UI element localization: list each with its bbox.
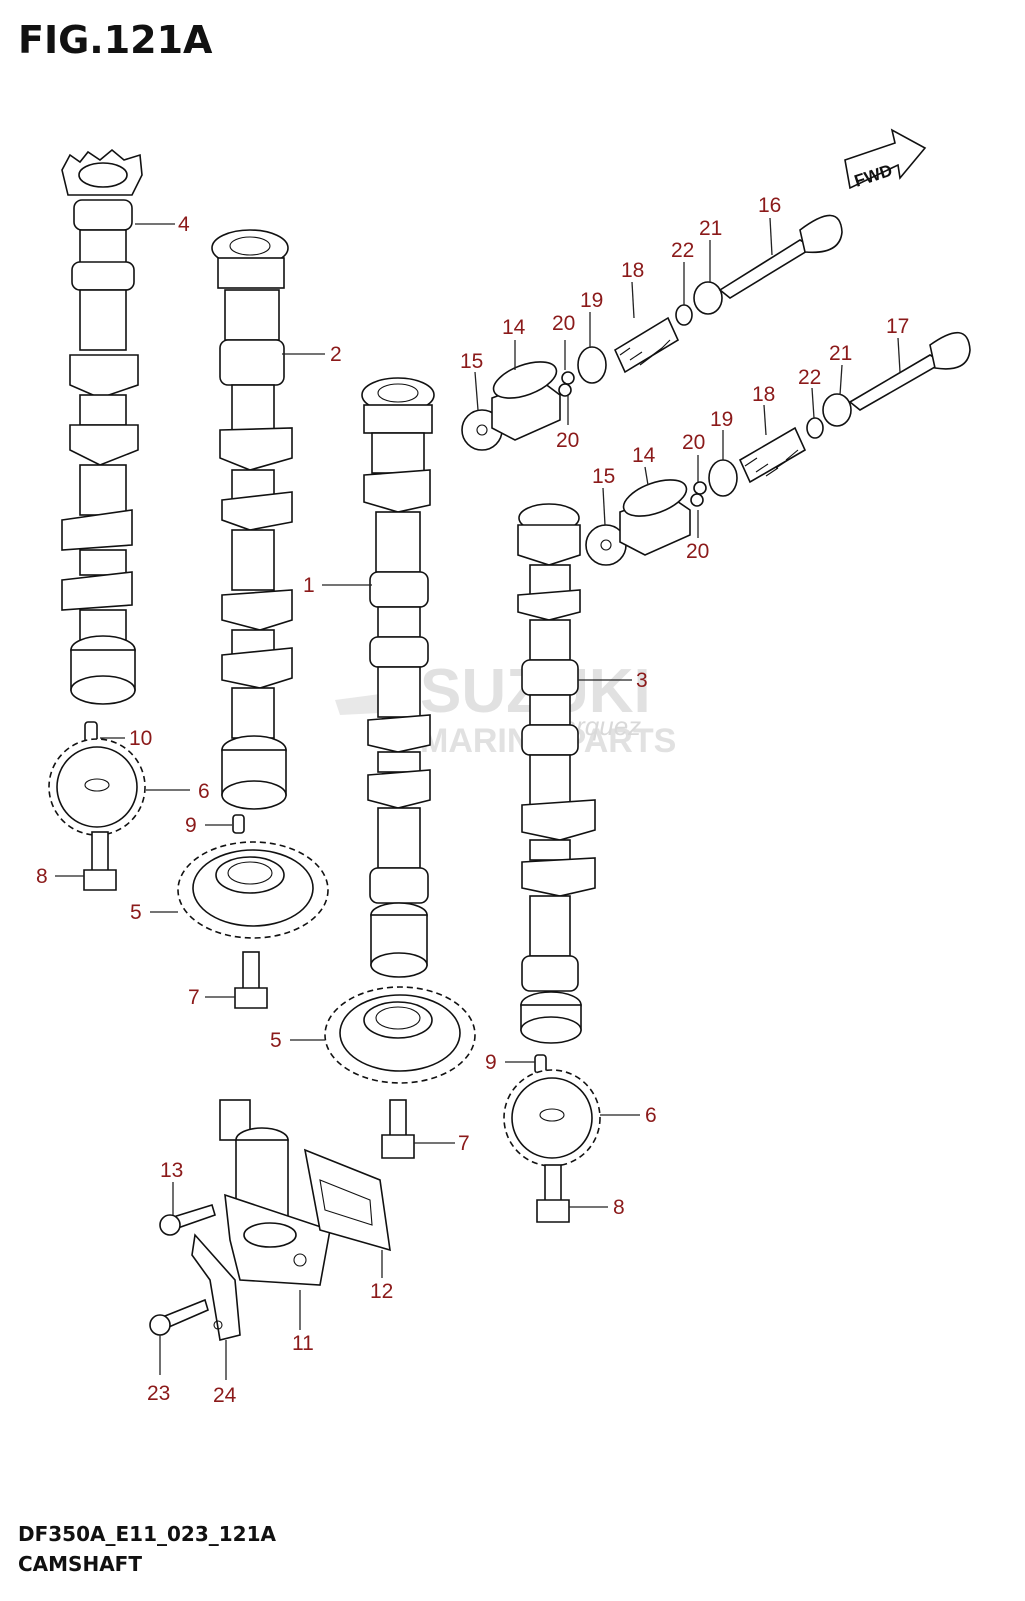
callout-6-right: 6	[645, 1104, 657, 1127]
valve-assembly-lower	[585, 331, 971, 566]
callout-19-lower: 19	[710, 408, 733, 431]
callout-labels: 4 2 1 3 10 6 9 8 5 7 5 9 6 7 8 13 12 11 …	[36, 194, 909, 1407]
callout-22-lower: 22	[798, 366, 821, 389]
sprocket-part-6-left	[48, 738, 146, 836]
callout-8-right: 8	[613, 1196, 625, 1219]
callout-15-lower: 15	[592, 465, 615, 488]
callout-23: 23	[147, 1382, 170, 1405]
bolt-part-8-right	[536, 1164, 570, 1223]
callout-21-lower: 21	[829, 342, 852, 365]
sprocket-part-5-upper	[177, 841, 329, 939]
callout-20-a: 20	[552, 312, 575, 335]
bolt-part-13	[159, 1203, 216, 1236]
camshaft-part-1	[361, 377, 435, 978]
camshaft-part-2	[211, 229, 293, 810]
callout-10: 10	[129, 727, 152, 750]
camshaft-part-4	[61, 148, 143, 705]
callout-20-b: 20	[556, 429, 579, 452]
bracket-part-24	[191, 1233, 241, 1341]
dowel-pin-part-9-upper	[232, 814, 245, 834]
callout-4: 4	[178, 213, 190, 236]
callout-9-lower: 9	[485, 1051, 497, 1074]
callout-3: 3	[636, 669, 648, 692]
callout-14-upper: 14	[502, 316, 526, 339]
callout-20-d: 20	[686, 540, 709, 563]
callout-18-upper: 18	[621, 259, 644, 282]
callout-11: 11	[292, 1332, 314, 1355]
callout-22-upper: 22	[671, 239, 694, 262]
callout-18-lower: 18	[752, 383, 775, 406]
callout-19-upper: 19	[580, 289, 603, 312]
callout-7-upper: 7	[188, 986, 200, 1009]
callout-16: 16	[758, 194, 781, 217]
callout-20-c: 20	[682, 431, 705, 454]
figure-code: DF350A_E11_023_121A	[18, 1522, 276, 1546]
callout-2: 2	[330, 343, 342, 366]
callout-14-lower: 14	[632, 444, 656, 467]
figure-caption: CAMSHAFT	[18, 1552, 142, 1576]
dowel-pin-part-9-lower	[534, 1054, 547, 1074]
callout-1: 1	[303, 574, 315, 597]
callout-5-lower: 5	[270, 1029, 282, 1052]
callout-6-left: 6	[198, 780, 210, 803]
valve-part-11	[219, 1099, 331, 1286]
bolt-part-23	[149, 1298, 209, 1336]
callout-17: 17	[886, 315, 909, 338]
valve-assembly-upper	[461, 214, 843, 451]
figure-title: FIG.121A	[18, 18, 213, 62]
callout-5-upper: 5	[130, 901, 142, 924]
fwd-arrow-icon: FWD	[844, 128, 927, 191]
sprocket-part-5-lower	[324, 986, 476, 1084]
callout-13: 13	[160, 1159, 183, 1182]
callout-8-left: 8	[36, 865, 48, 888]
bolt-part-8-left	[83, 831, 117, 891]
leader-lines	[55, 217, 901, 1380]
callout-15-upper: 15	[460, 350, 483, 373]
bolt-part-7-lower	[381, 1099, 415, 1159]
callout-7-lower: 7	[458, 1132, 470, 1155]
callout-21-upper: 21	[699, 217, 722, 240]
gasket-part-12	[303, 1148, 391, 1252]
camshaft-part-3	[517, 503, 596, 1044]
sprocket-part-6-right	[503, 1069, 601, 1167]
callout-12: 12	[370, 1280, 393, 1303]
callout-24: 24	[213, 1384, 237, 1407]
callout-9-upper: 9	[185, 814, 197, 837]
bolt-part-7-upper	[234, 951, 268, 1009]
